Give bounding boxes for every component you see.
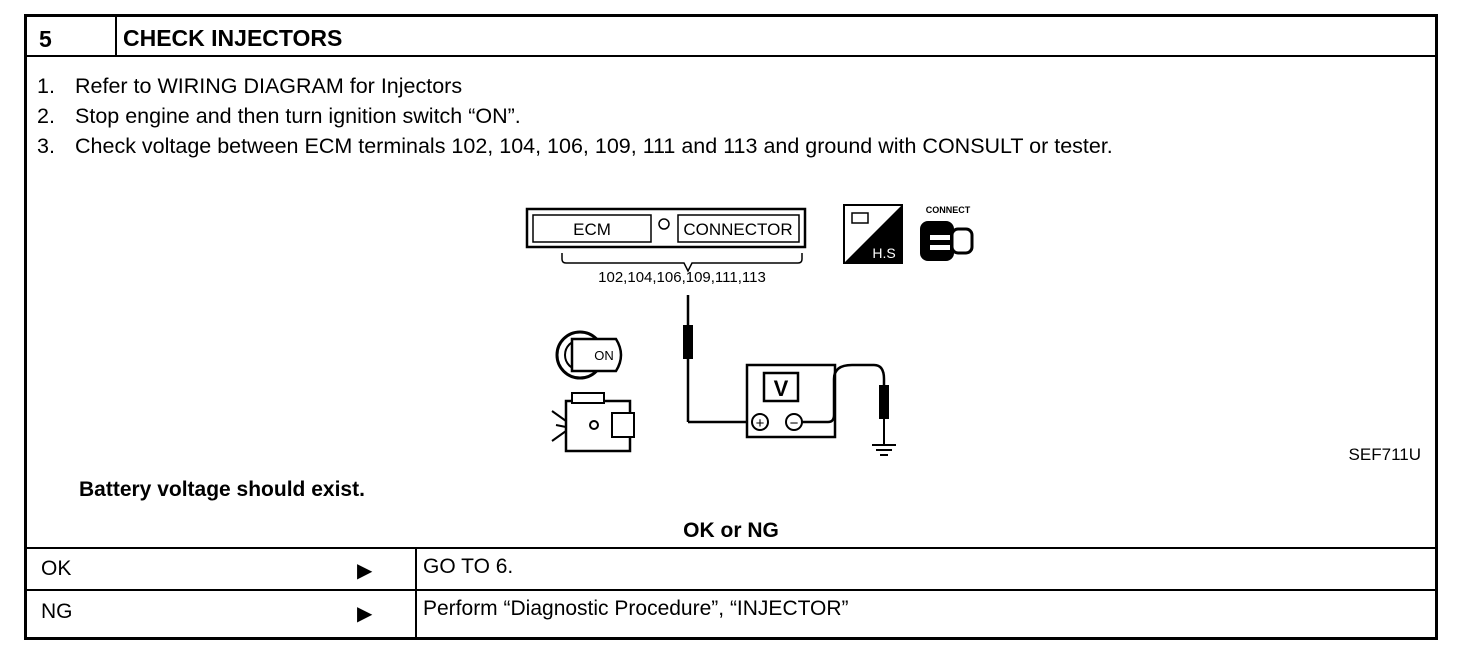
- procedure-box: 5 CHECK INJECTORS 1.Refer to WIRING DIAG…: [24, 14, 1438, 640]
- terminal-bracket: [561, 253, 803, 273]
- instruction-item: 1.Refer to WIRING DIAGRAM for Injectors: [37, 74, 463, 98]
- instruction-list: 1.Refer to WIRING DIAGRAM for Injectors …: [37, 71, 1113, 161]
- figure-id: SEF711U: [1348, 445, 1421, 464]
- probe-tip: [683, 325, 693, 359]
- header-divider: [115, 17, 117, 55]
- ignition-on-label: ON: [594, 348, 614, 363]
- result-heading: OK or NG: [683, 519, 779, 542]
- result-ng-action: Perform “Diagnostic Procedure”, “INJECTO…: [423, 597, 849, 620]
- ground-lead: [802, 363, 886, 424]
- result-ok-status: OK: [41, 557, 72, 580]
- result-ng-status: NG: [41, 600, 73, 623]
- specification: Battery voltage should exist.: [79, 478, 365, 501]
- plus-terminal: +: [756, 415, 765, 432]
- result-ok-action: GO TO 6.: [423, 555, 514, 578]
- arrow-right-icon: ▶: [357, 603, 373, 625]
- connector-label: CONNECTOR: [683, 220, 792, 239]
- table-column-divider: [415, 547, 417, 640]
- step-header: 5 CHECK INJECTORS: [27, 17, 1435, 57]
- ground-icon: [872, 444, 896, 456]
- terminal-numbers: 102,104,106,109,111,113: [598, 269, 766, 286]
- hs-label: H.S: [872, 245, 895, 261]
- instruction-item: 2.Stop engine and then turn ignition swi…: [37, 104, 521, 128]
- voltmeter: V + −: [745, 363, 837, 439]
- table-divider: [27, 547, 1435, 549]
- arrow-right-icon: ▶: [357, 560, 373, 582]
- ignition-key-icon: ON: [555, 330, 623, 380]
- connect-connector-icon: CONNECT: [920, 205, 974, 261]
- meter-label: V: [774, 376, 789, 401]
- wiring-check-diagram: ECM CONNECTOR 102,104,106,109,111,113 H.…: [525, 204, 974, 456]
- table-divider: [27, 589, 1435, 591]
- engine-icon: [551, 392, 635, 453]
- step-number: 5: [39, 26, 52, 52]
- connect-label: CONNECT: [926, 205, 971, 215]
- step-title: CHECK INJECTORS: [123, 25, 343, 51]
- instruction-item: 3.Check voltage between ECM terminals 10…: [37, 134, 1113, 158]
- minus-terminal: −: [790, 415, 799, 432]
- ecm-label: ECM: [573, 220, 611, 239]
- hood-switch-icon: H.S: [843, 204, 903, 264]
- ecm-connector: ECM CONNECTOR: [525, 207, 807, 249]
